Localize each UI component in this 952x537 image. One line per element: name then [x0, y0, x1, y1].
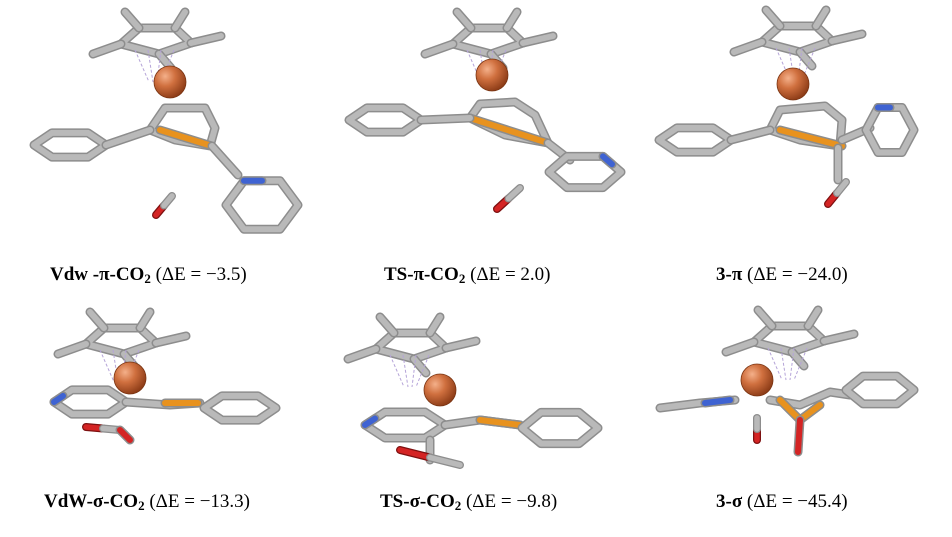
ts-sigma-cp-me2	[375, 312, 399, 338]
ts-sigma-cp-coordination-dash	[402, 354, 409, 388]
ts-sigma-cp-coordination-dash	[389, 354, 405, 388]
caption-vdw-sigma: VdW-σ-CO2 (ΔE = −13.3)	[44, 491, 250, 513]
vdw-pi-phenyl-ring	[29, 128, 111, 162]
three-sigma-nitrogen-bond	[700, 395, 735, 408]
vdw-pi-phenyl-link	[101, 125, 155, 150]
vdw-pi-cp-me1	[88, 39, 126, 59]
vdw-sigma-cp-me1	[53, 339, 91, 359]
vdw-sigma-pyridyl-ring-hetero	[49, 391, 68, 407]
caption-ts-sigma: TS-σ-CO2 (ΔE = −9.8)	[380, 491, 558, 513]
ts-pi-cp-me1	[420, 39, 458, 59]
ts-sigma-cp-coordination-dash	[415, 354, 430, 388]
three-pi-phenyl-link	[726, 125, 775, 145]
ts-sigma-fe-atom	[423, 373, 457, 407]
three-pi-cp-me2	[761, 5, 785, 31]
three-pi-cp-me4	[827, 29, 867, 46]
vdw-pi-cp-coordination-dash	[147, 49, 154, 83]
vdw-pi-cp-me3	[170, 7, 190, 33]
caption-ts-pi: TS-π-CO2 (ΔE = 2.0)	[384, 264, 551, 286]
three-pi-pyridyl-ring	[861, 102, 919, 158]
vdw-pi-cp-me2	[120, 7, 144, 33]
vdw-sigma-co2	[82, 423, 124, 434]
caption-vdw-pi: Vdw -π-CO2 (ΔE = −3.5)	[50, 264, 247, 286]
vdw-pi-fe-atom	[153, 65, 187, 99]
ts-sigma-cp-ring	[371, 328, 451, 364]
ts-sigma-phosphorus-bond	[475, 415, 525, 430]
vdw-pi-co2	[152, 192, 176, 219]
three-sigma-cp-me2	[753, 305, 777, 331]
ts-sigma-cp-me1	[343, 344, 381, 364]
vdw-sigma-cp-coordination-dash	[99, 349, 115, 383]
ts-pi-fe-atom	[475, 58, 509, 92]
three-pi-carboxyl	[824, 178, 850, 208]
vdw-sigma-cp-me3	[135, 307, 155, 333]
ts-pi-phenyl-ring	[344, 103, 426, 137]
ts-sigma-pyridyl-ring-hetero	[360, 414, 380, 430]
three-sigma-cp-me5	[787, 347, 809, 371]
vdw-pi-metallacycle	[145, 103, 220, 151]
three-pi-cp-me3	[811, 5, 831, 31]
three-sigma-cp-me1	[721, 337, 759, 357]
vdw-sigma-co2-tail	[115, 425, 135, 445]
three-sigma-po-bond	[793, 415, 805, 457]
three-pi-fe-atom	[776, 67, 810, 101]
three-sigma-cp-ring	[749, 321, 829, 357]
vdw-pi-pyridyl-ring	[221, 176, 303, 234]
three-pi-phosphorus-bond	[775, 125, 847, 151]
vdw-sigma-cp-ring	[81, 323, 161, 359]
vdw-pi-pyridyl-link	[207, 141, 243, 180]
ts-pi-cp-me3	[502, 7, 522, 33]
three-pi-cp-me5	[795, 47, 817, 71]
vdw-pi-phosphorus-bond	[155, 125, 217, 151]
caption-3-pi: 3-π (ΔE = −24.0)	[716, 264, 848, 285]
vdw-sigma-cp-me2	[85, 307, 109, 333]
ts-sigma-cp-me4	[441, 336, 481, 353]
ts-sigma-cp-coordination-dash	[411, 354, 417, 388]
three-pi-cp-ring	[757, 21, 837, 57]
ts-sigma-cp-me5	[409, 354, 431, 378]
ts-pi-cp-coordination-dash	[466, 49, 482, 83]
ts-pi-metallacycle	[465, 97, 553, 148]
three-sigma-cp-coordination-dash	[780, 347, 787, 381]
caption-3-sigma: 3-σ (ΔE = −45.4)	[716, 491, 848, 512]
vdw-pi-cp-ring	[116, 23, 196, 59]
three-sigma-cp-coordination-dash	[767, 347, 783, 381]
three-pi-phenyl-ring	[654, 123, 736, 157]
three-sigma-fe-atom	[740, 363, 774, 397]
vdw-sigma-cp-me4	[151, 331, 191, 348]
ts-pi-pyridyl-ring-hetero	[598, 151, 617, 169]
ts-pi-co2	[493, 184, 524, 213]
three-sigma-cp-me4	[819, 329, 859, 346]
vdw-sigma-fe-atom	[113, 361, 147, 395]
ts-pi-phosphorus-bond	[465, 113, 553, 148]
vdw-pi-cp-coordination-dash	[134, 49, 150, 83]
ts-sigma-cp-me3	[425, 312, 445, 338]
ts-sigma-phenyl-ring	[517, 407, 603, 449]
three-sigma-cp-coordination-dash	[789, 347, 795, 381]
three-pi-metallacycle	[765, 101, 847, 151]
three-pi-cp-me1	[729, 37, 767, 57]
ts-pi-cp-me4	[518, 31, 558, 48]
three-pi-cp-coordination-dash	[775, 47, 791, 81]
three-sigma-cp-me3	[803, 305, 823, 331]
ts-pi-cp-ring	[448, 23, 528, 59]
vdw-pi-cp-me4	[186, 31, 226, 48]
ts-pi-cp-me2	[452, 7, 476, 33]
vdw-sigma-phenyl-ring	[199, 391, 281, 425]
three-sigma-cp-coordination-dash	[793, 347, 808, 381]
ts-pi-phenyl-link	[416, 113, 475, 125]
ts-sigma-carboxyl	[396, 446, 464, 469]
three-sigma-phenyl-ring	[841, 371, 919, 409]
three-pi-cp-coordination-dash	[801, 47, 816, 81]
